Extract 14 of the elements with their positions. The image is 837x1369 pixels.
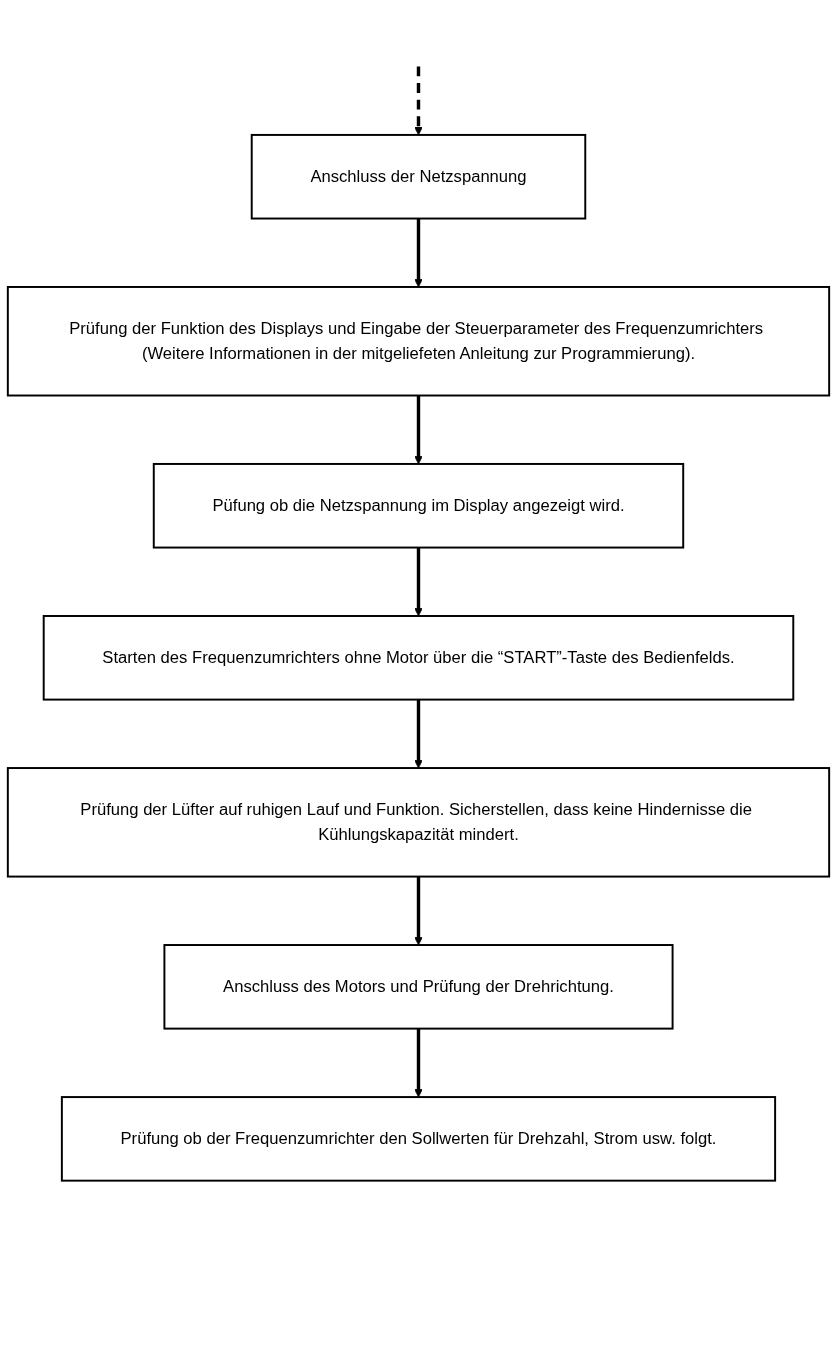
node-box: Prüfung der Funktion des Displays und Eingabe der Steuerparameter des Frequenzumrichters (Weitere Informationen in der mitgeliefeten Anleitung zur Programmierung). xyxy=(6,286,831,397)
arrow xyxy=(414,395,423,465)
arrow xyxy=(414,876,423,946)
arrow xyxy=(414,66,423,136)
node-box: Anschluss des Motors und Prüfung der Drehrichtung. xyxy=(163,944,674,1030)
node-box: Püfung ob die Netzspannung im Display angezeigt wird. xyxy=(152,462,685,549)
arrow xyxy=(414,1028,423,1098)
node-box: Starten des Frequenzumrichters ohne Motor über die “START”-Taste des Bedienfelds. xyxy=(42,615,795,701)
arrow xyxy=(414,699,423,769)
node-box: Prüfung der Lüfter auf ruhigen Lauf und Funktion. Sicherstellen, dass keine Hindernisse die Kühlungskapazität mindert. xyxy=(6,767,831,878)
arrow xyxy=(414,547,423,617)
node-box: Anschluss der Netzspannung xyxy=(250,133,587,220)
arrow xyxy=(414,218,423,288)
node-box: Prüfung ob der Frequenzumrichter den Sollwerten für Drehzahl, Strom usw. folgt. xyxy=(60,1096,777,1182)
